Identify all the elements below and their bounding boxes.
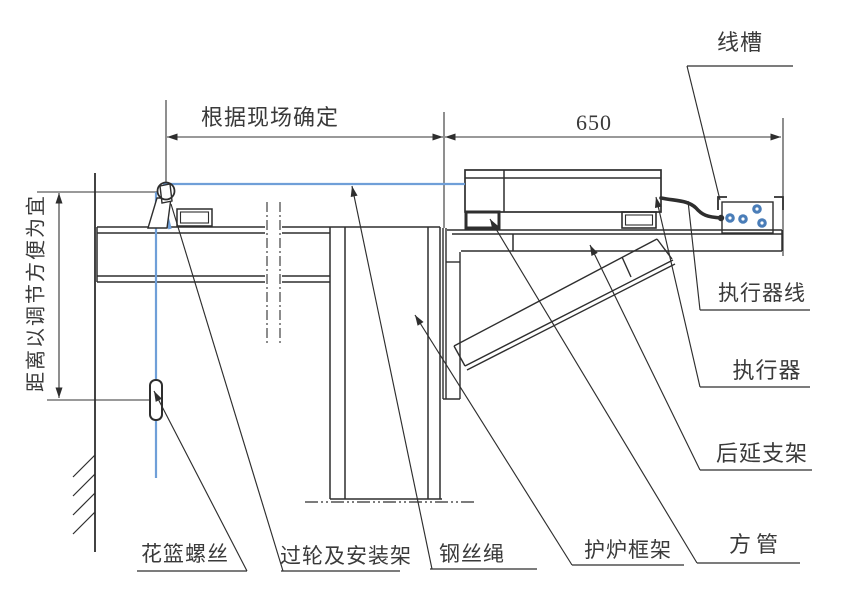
wire-rope: [154, 182, 465, 478]
turnbuckle-body: [149, 379, 163, 421]
diagonal-brace: [453, 238, 676, 371]
leader-actuator: [654, 196, 701, 388]
support-beam: [96, 226, 440, 283]
trough-right-clamp: [774, 196, 784, 210]
actuator-body: [464, 169, 662, 230]
dim-650: 650: [576, 110, 612, 135]
pulley-wheel: [156, 181, 176, 201]
label-furnace-frame: 护炉框架: [584, 538, 672, 562]
mount-plate: [176, 208, 213, 227]
actuator-cable: [659, 196, 725, 222]
label-turnbuckle: 花篮螺丝: [141, 542, 229, 566]
rear-extension-shelf: [447, 229, 783, 252]
wall-hatching: [72, 454, 96, 535]
actuator-right-foot: [621, 211, 657, 229]
dim-site-note: 根据现场确定: [200, 105, 340, 130]
label-wire-rope: 钢丝绳: [439, 542, 505, 566]
leader-furnace-frame: [414, 314, 573, 566]
leader-pulley-mount: [170, 203, 284, 572]
label-rear-bracket: 后延支架: [715, 441, 809, 466]
vertical-connector-tube: [442, 228, 461, 400]
dimension-lines: [37, 100, 784, 401]
furnace-frame-column: [329, 227, 442, 500]
wall: [72, 173, 96, 552]
terminal-dots: [725, 204, 767, 228]
leader-wire-trough: [686, 65, 721, 201]
dim-vertical-note: 距离以调节方便为宜: [25, 194, 48, 392]
trough-left-clamp: [717, 196, 727, 210]
leaders: [137, 65, 812, 572]
leader-turnbuckle: [153, 390, 248, 572]
beam-break-centerlines: [266, 202, 281, 343]
label-pulley-mount: 过轮及安装架: [280, 544, 412, 568]
actuator-left-foot: [464, 210, 501, 230]
leader-rear-bracket: [589, 244, 701, 471]
label-actuator-wire: 执行器线: [718, 281, 806, 305]
leader-square-tube: [489, 218, 698, 564]
pulley-assembly: [147, 181, 213, 229]
wire-trough-box: [717, 196, 784, 234]
label-square-tube: 方管: [728, 532, 784, 557]
label-wire-trough: 线槽: [716, 30, 764, 55]
label-actuator: 执行器: [732, 358, 802, 383]
leader-actuator-wire: [687, 200, 701, 311]
leader-wire-rope: [350, 185, 433, 570]
